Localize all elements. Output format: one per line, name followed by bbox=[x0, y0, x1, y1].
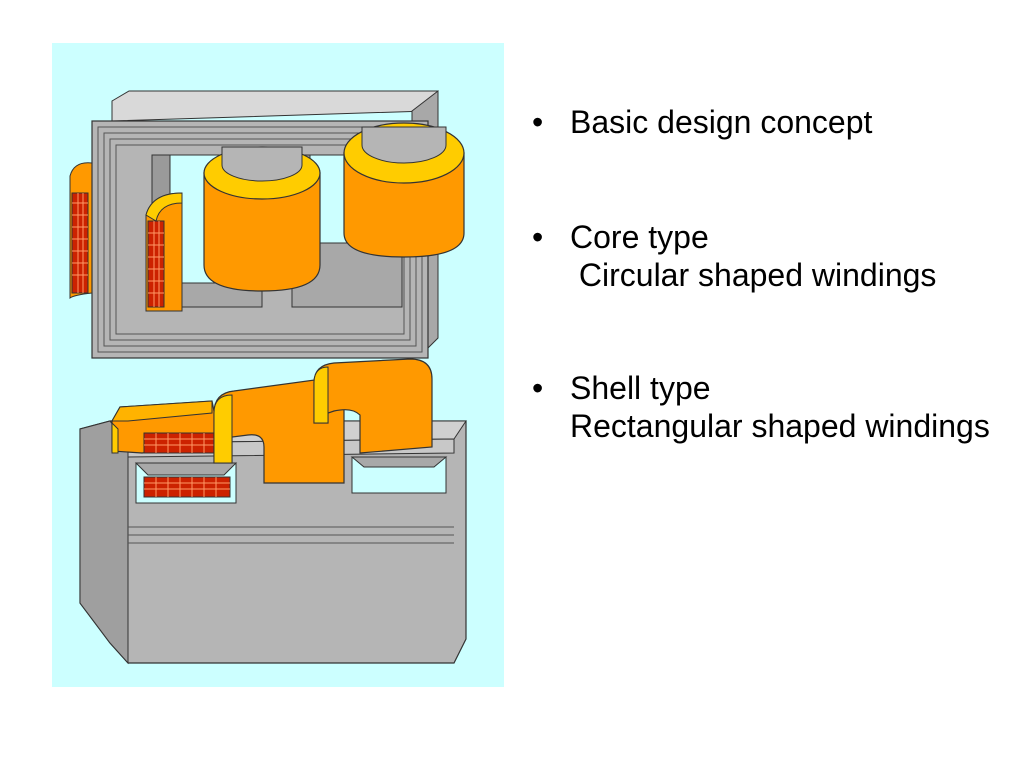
shell-middle-winding bbox=[213, 378, 345, 484]
bullet-marker: • bbox=[532, 370, 544, 407]
bullet-marker: • bbox=[532, 218, 544, 255]
bullet-text-shell-type: Shell type bbox=[570, 370, 711, 407]
bullet-text-basic-design: Basic design concept bbox=[570, 104, 873, 140]
shell-left-winding bbox=[111, 400, 219, 454]
shell-type-description-text: Rectangular shaped windings bbox=[570, 408, 990, 444]
bullet-core-type: • Core type bbox=[532, 219, 1002, 257]
core-type-description-text: Circular shaped windings bbox=[570, 256, 937, 293]
core-type-transformer bbox=[69, 89, 465, 359]
core-right-winding bbox=[343, 122, 465, 258]
shell-type-transformer bbox=[79, 358, 467, 665]
shell-right-winding bbox=[313, 358, 433, 454]
core-middle-winding bbox=[203, 146, 321, 292]
bullet-shell-type: • Shell type bbox=[532, 370, 1002, 408]
shell-type-description: Rectangular shaped windings bbox=[532, 408, 1002, 446]
bullet-basic-design: • Basic design concept bbox=[532, 104, 1002, 142]
bullet-list: • Basic design concept • Core type Circu… bbox=[532, 104, 1002, 446]
bullet-text-core-type: Core type bbox=[570, 218, 709, 255]
bullet-marker: • bbox=[532, 104, 544, 140]
core-left-winding bbox=[69, 162, 93, 299]
core-front-left-winding bbox=[145, 192, 183, 312]
transformer-illustration-svg bbox=[52, 43, 504, 687]
transformer-illustration bbox=[52, 43, 504, 687]
core-type-description: Circular shaped windings bbox=[532, 257, 1002, 295]
